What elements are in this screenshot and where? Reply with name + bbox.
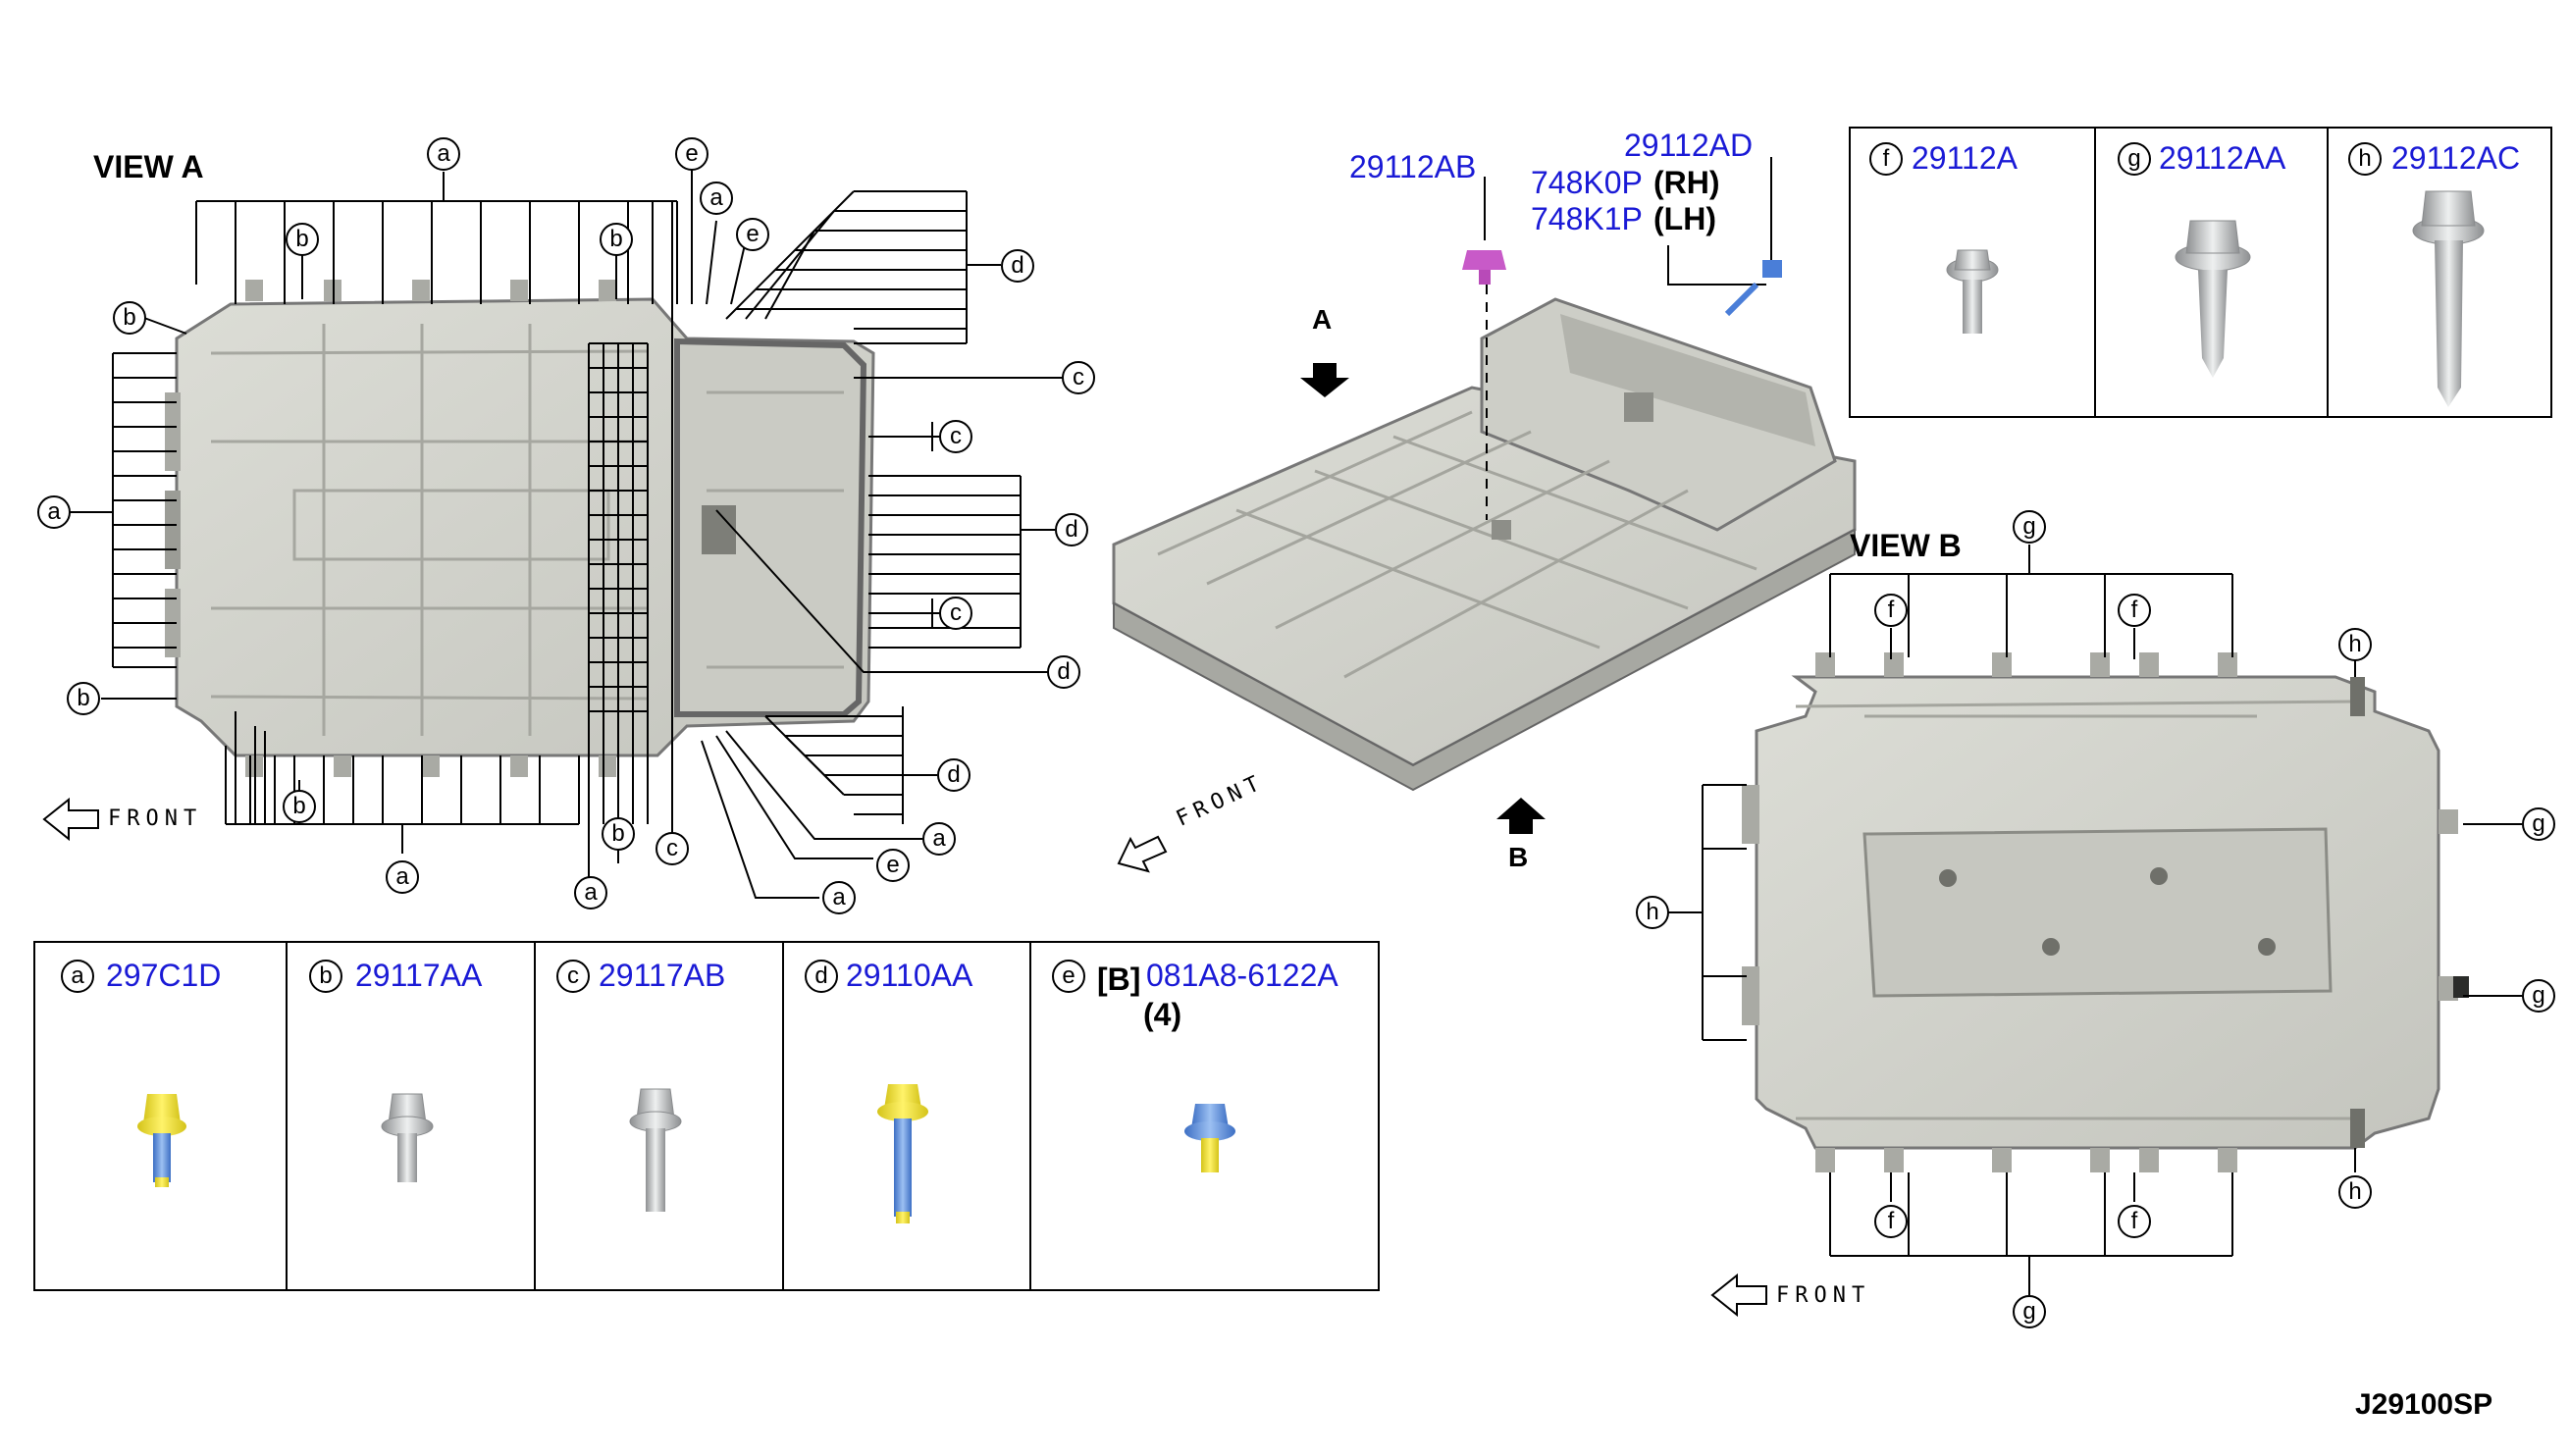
- part-29112AD[interactable]: 29112AD: [1624, 128, 1754, 163]
- callout-d[interactable]: d: [1055, 513, 1088, 546]
- callout-f[interactable]: f: [2118, 1205, 2151, 1238]
- callout-c[interactable]: c: [656, 832, 689, 865]
- callout-e[interactable]: e: [876, 849, 910, 882]
- legend-e-qty: (4): [1143, 997, 1182, 1032]
- callout-b[interactable]: b: [67, 682, 100, 715]
- legend-c-part[interactable]: 29117AB: [599, 958, 726, 993]
- front-label-a: FRONT: [108, 806, 203, 831]
- legend-a-circle: a: [61, 960, 94, 993]
- bolt-29112AC: [2412, 190, 2485, 407]
- view-b-leaders: [1668, 545, 2522, 1295]
- callout-e[interactable]: e: [675, 137, 708, 171]
- callout-f[interactable]: f: [1874, 594, 1908, 627]
- legend-e-prefix: [B]: [1097, 962, 1141, 997]
- callout-h[interactable]: h: [2338, 1175, 2372, 1209]
- callout-a[interactable]: a: [37, 495, 71, 529]
- center-bolt-29112AD: [1724, 260, 1782, 317]
- legend-bottom-frame: [33, 941, 1380, 1291]
- bolt-29110AA: [877, 1084, 928, 1223]
- lh-label: (LH): [1653, 201, 1716, 236]
- legend-top-frame: [1849, 127, 2552, 418]
- callout-g[interactable]: g: [2522, 807, 2555, 841]
- bolt-29112AA: [2175, 220, 2251, 378]
- view-a-pan: [165, 280, 875, 777]
- callout-c[interactable]: c: [939, 420, 972, 453]
- arrow-b: [1496, 798, 1546, 834]
- callout-c[interactable]: c: [939, 597, 972, 630]
- rh-label: (RH): [1653, 165, 1720, 200]
- front-arrow-b: [1710, 1273, 1767, 1318]
- callout-g[interactable]: g: [2013, 510, 2046, 544]
- legend-f-part[interactable]: 29112A: [1912, 140, 2018, 176]
- callout-f[interactable]: f: [1874, 1205, 1908, 1238]
- legend-g-circle: g: [2118, 142, 2151, 176]
- callout-g[interactable]: g: [2522, 979, 2555, 1013]
- view-a-leaders: [69, 167, 1079, 899]
- legend-b-part[interactable]: 29117AA: [355, 958, 483, 993]
- callout-d[interactable]: d: [937, 758, 970, 792]
- callout-g[interactable]: g: [2013, 1295, 2046, 1328]
- callout-a[interactable]: a: [427, 137, 460, 171]
- legend-h-circle: h: [2348, 142, 2382, 176]
- callout-a[interactable]: a: [922, 822, 956, 856]
- legend-e-part[interactable]: 081A8-6122A: [1146, 958, 1338, 993]
- center-leaders: [1484, 157, 1772, 286]
- bolt-29112A: [1946, 249, 1999, 334]
- bolt-29117AB: [629, 1088, 682, 1212]
- arrow-b-label: B: [1508, 842, 1529, 872]
- bolt-29117AA: [381, 1093, 434, 1182]
- callout-a[interactable]: a: [386, 860, 419, 894]
- part-29112AB[interactable]: 29112AB: [1349, 149, 1477, 184]
- legend-d-part[interactable]: 29110AA: [846, 958, 973, 993]
- part-748K1P[interactable]: 748K1P: [1531, 201, 1643, 236]
- arrow-a: [1300, 363, 1349, 397]
- legend-d-circle: d: [805, 960, 838, 993]
- arrow-a-label: A: [1312, 304, 1333, 335]
- callout-a[interactable]: a: [700, 182, 733, 215]
- view-a-title: VIEW A: [93, 149, 204, 184]
- legend-b-circle: b: [309, 960, 342, 993]
- diagram-code: J29100SP: [2355, 1388, 2493, 1421]
- legend-c-circle: c: [556, 960, 590, 993]
- callout-d[interactable]: d: [1001, 249, 1034, 283]
- legend-a-part[interactable]: 297C1D: [106, 958, 222, 993]
- center-bolt-29112AB: [1462, 250, 1506, 285]
- callout-b[interactable]: b: [602, 817, 635, 851]
- callout-a[interactable]: a: [574, 876, 607, 910]
- callout-b[interactable]: b: [283, 790, 316, 823]
- center-pack: [1112, 297, 1857, 792]
- legend-g-part[interactable]: 29112AA: [2159, 140, 2286, 176]
- callout-f[interactable]: f: [2118, 594, 2151, 627]
- bolt-297C1D: [137, 1094, 186, 1187]
- callout-b[interactable]: b: [600, 223, 633, 256]
- callout-e[interactable]: e: [736, 218, 769, 251]
- callout-h[interactable]: h: [1636, 896, 1669, 929]
- callout-b[interactable]: b: [286, 223, 319, 256]
- legend-e-circle: e: [1052, 960, 1085, 993]
- bolt-081A8-6122A: [1184, 1104, 1235, 1172]
- front-arrow-center: [1117, 835, 1168, 873]
- callout-h[interactable]: h: [2338, 628, 2372, 661]
- legend-f-circle: f: [1869, 142, 1903, 176]
- view-b-title: VIEW B: [1850, 528, 1962, 563]
- callout-d[interactable]: d: [1047, 655, 1080, 689]
- callout-c[interactable]: c: [1062, 361, 1095, 394]
- front-label-b: FRONT: [1776, 1283, 1871, 1308]
- part-748K0P[interactable]: 748K0P: [1531, 165, 1643, 200]
- callout-b[interactable]: b: [113, 301, 146, 335]
- legend-h-part[interactable]: 29112AC: [2391, 140, 2521, 176]
- callout-a[interactable]: a: [822, 881, 856, 914]
- front-arrow-a: [42, 797, 99, 842]
- view-b-pan: [1742, 652, 2469, 1172]
